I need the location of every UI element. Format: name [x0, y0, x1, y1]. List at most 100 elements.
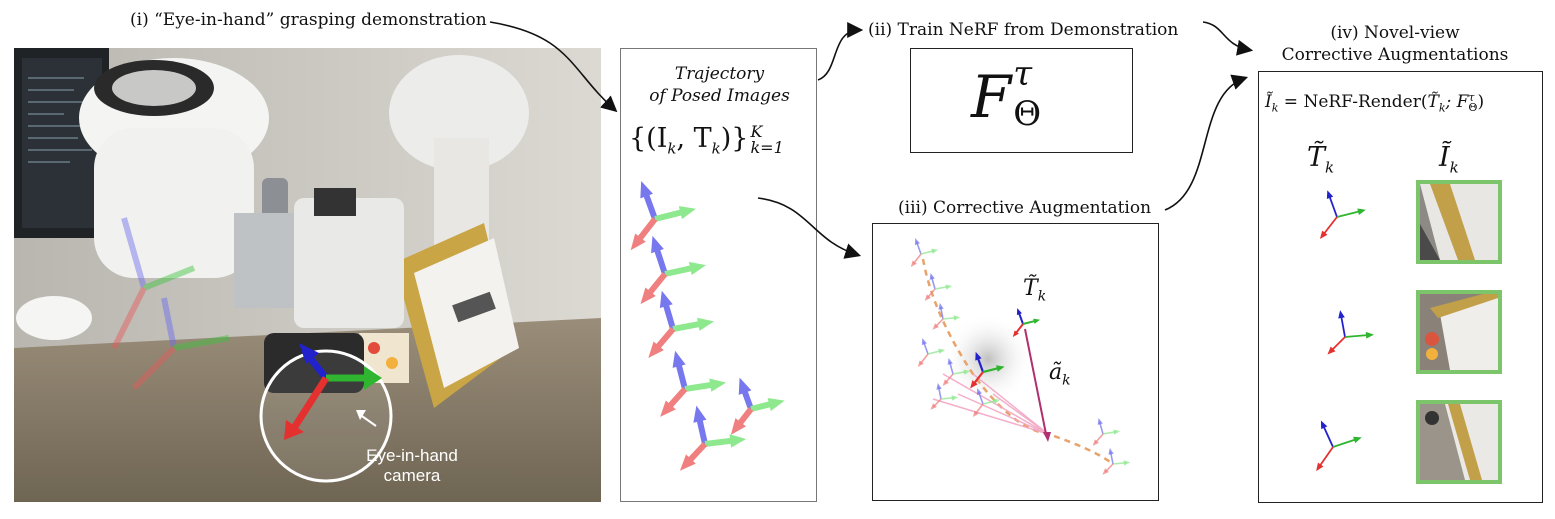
augmented-frame-center-z-axis-head [975, 351, 982, 361]
formula-mid: , T [676, 123, 712, 154]
demonstration-photo [14, 48, 601, 502]
augmented-frame-4-x-axis-head [917, 360, 924, 368]
panel-ii-title: (ii) Train NeRF from Demonstration [868, 20, 1179, 40]
eq-F-sup: τ [1468, 90, 1475, 104]
panel-iv-title-line2: Corrective Augmentations [1281, 45, 1509, 65]
trajectory-frame-1-x-axis-head [630, 233, 646, 251]
rendered-view-1-image [1420, 184, 1498, 260]
augmented-frame-7-y-axis-head [993, 398, 1001, 404]
perturbed-pose-frame-y-axis-head [1033, 318, 1041, 324]
novel-pose-3-x-axis-shaft [1318, 446, 1334, 468]
novel-pose-1-x-axis-head [1319, 230, 1328, 239]
novel-pose-1-y-axis-head [1357, 208, 1366, 215]
augmented-frame-9-y-axis-head [1123, 460, 1131, 466]
trajectory-title: Trajectory of Posed Images [621, 63, 818, 107]
trajectory-frame-1-y-axis-head [678, 206, 696, 220]
trajectory-frame-6-z-axis-head [738, 377, 752, 395]
trajectory-frame-2-x-axis-head [640, 287, 656, 305]
augmented-frame-2-y-axis-head [945, 284, 953, 290]
action-k: k [1062, 372, 1071, 389]
augmented-frame-3-y-axis-head [953, 315, 961, 321]
eq-close: ) [1477, 92, 1485, 112]
augmented-frame-7-z-axis-head [976, 388, 982, 396]
trajectory-frame-3-z-axis-head [659, 290, 673, 309]
augmented-frame-center-y-axis-head [996, 365, 1005, 372]
augmented-frame-8-z-axis-head [1097, 418, 1103, 425]
trajectory-frame-6-y-axis-head [767, 397, 785, 411]
pose-k: k [1037, 288, 1047, 305]
trajectory-title-line1: Trajectory [674, 64, 765, 84]
column-I-header: Ĩk [1439, 142, 1459, 176]
novel-pose-3-y-axis-shaft [1332, 438, 1358, 448]
novel-pose-3-z-axis-shaft [1322, 424, 1334, 448]
nerf-tau: τ [1013, 54, 1033, 94]
camera-label-line1: Eye-in-hand [366, 446, 458, 465]
augmented-frame-5-x-axis-head [942, 379, 949, 386]
arrow-iii-to-iv [1164, 74, 1249, 211]
formula-k1: k [667, 139, 677, 158]
augmented-frame-2-x-axis-head [924, 294, 931, 301]
nerf-F: F [971, 63, 1012, 131]
trajectory-frame-4-y-axis-head [709, 378, 727, 392]
augmented-frame-6-y-axis-head [951, 395, 959, 401]
novel-pose-3-x-axis-head [1316, 462, 1324, 472]
eq-T-sub: k [1438, 101, 1446, 115]
novel-pose-2-x-axis-shaft [1330, 336, 1346, 352]
rendered-view-2-image [1420, 294, 1498, 370]
novel-pose-2-z-axis-head [1338, 310, 1345, 319]
trajectory-frame-3-y-axis-head [697, 317, 715, 331]
augmentation-diagram [910, 238, 1131, 475]
col-I-sub: k [1449, 158, 1459, 177]
augmented-frame-8-x-axis-head [1092, 439, 1099, 446]
nerf-theta: Θ [1013, 94, 1042, 134]
novel-pose-3-z-axis-head [1320, 420, 1328, 430]
augmented-frame-1-z-axis-head [914, 238, 920, 246]
column-T-header: T̃k [1307, 142, 1334, 176]
augmented-frame-1-x-axis-head [910, 260, 917, 268]
novel-pose-2-y-axis-shaft [1344, 334, 1370, 338]
trajectory-frame-4-x-axis-head [660, 400, 676, 417]
arrow-trajectory-to-ii [817, 22, 864, 81]
pose-label: T̃k [1023, 276, 1046, 304]
trajectory-frames [630, 181, 785, 471]
novel-pose-1-z-axis-shaft [1328, 194, 1338, 218]
corrective-augmentation-box: T̃k ãk [872, 223, 1159, 501]
formula-sub: k=1 [750, 137, 784, 157]
novel-pose-2-z-axis-shaft [1340, 314, 1346, 338]
trajectory-frame-6-x-axis-head [730, 418, 746, 435]
augmented-frame-2-z-axis-head [929, 273, 935, 280]
novel-pose-3-y-axis-head [1353, 436, 1362, 444]
panel-iii-title: (iii) Corrective Augmentation [898, 198, 1152, 218]
action-label: ãk [1049, 360, 1071, 388]
augmented-frame-8-y-axis-head [1113, 429, 1121, 435]
perturbed-pose-frame-z-axis-head [1016, 308, 1022, 316]
augmented-frame-5-y-axis-head [963, 369, 971, 375]
novel-pose-1-y-axis-shaft [1336, 210, 1362, 218]
novel-pose-1-z-axis-head [1326, 190, 1334, 199]
trajectory-title-line2: of Posed Images [649, 86, 790, 106]
augmented-frame-1-y-axis-head [931, 248, 939, 254]
formula-sup: K [750, 121, 763, 141]
col-T-sub: k [1325, 158, 1335, 177]
augmented-frame-9-x-axis-head [1102, 468, 1109, 475]
trajectory-frame-3-x-axis-head [648, 341, 664, 359]
augmented-frame-6-z-axis-head [936, 382, 942, 390]
augmented-frame-6-x-axis-head [930, 403, 937, 410]
augmented-frame-4-y-axis-head [938, 348, 946, 354]
eq-lhs-sub: k [1271, 101, 1279, 115]
eq-rhs: = NeRF-Render( [1278, 92, 1428, 112]
formula-k2: k [711, 139, 721, 158]
novel-pose-1-x-axis-shaft [1322, 216, 1338, 236]
photo-scene [14, 48, 601, 502]
perturbed-pose-frame-x-axis-head [1012, 330, 1019, 338]
col-T: T̃ [1307, 142, 1326, 173]
action-a: ã [1049, 360, 1063, 385]
eq-T: T̃ [1427, 92, 1439, 112]
augmented-frame-3-z-axis-head [938, 302, 944, 310]
trajectory-frame-2-y-axis-head [688, 261, 706, 276]
trajectory-frame-2-z-axis-head [651, 235, 664, 254]
novel-pose-2-x-axis-head [1327, 346, 1336, 355]
